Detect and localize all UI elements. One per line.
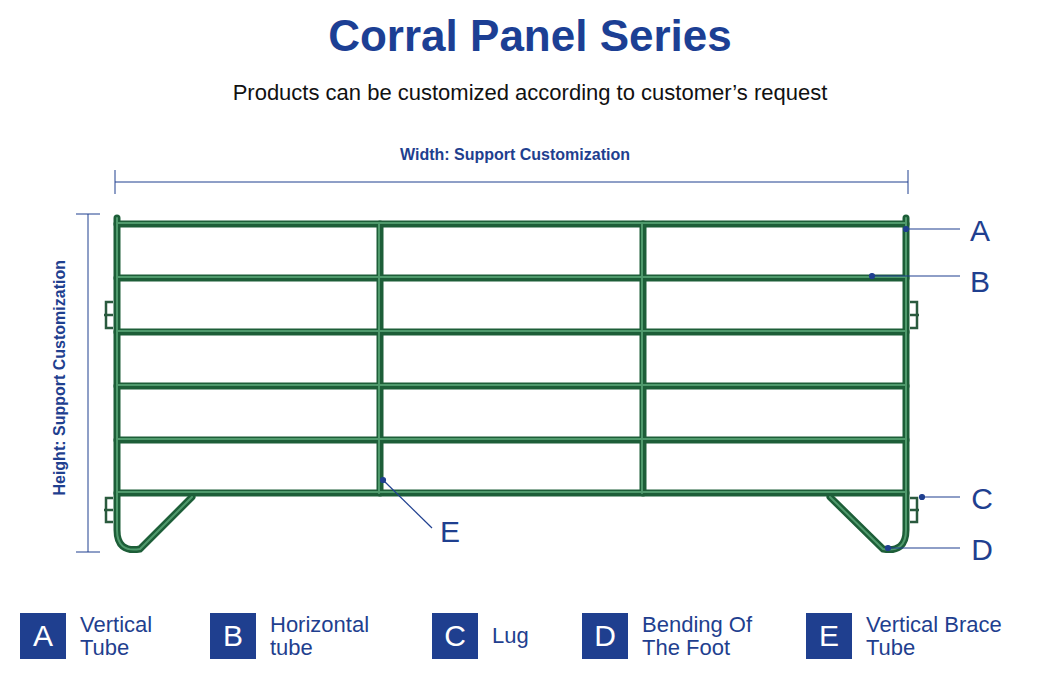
legend-item: C Lug — [432, 613, 572, 659]
callout-letter: D — [971, 533, 993, 566]
page-title: Corral Panel Series — [328, 12, 732, 60]
legend-letter-box: D — [582, 613, 628, 659]
dimension-label: Width: Support Customization — [400, 146, 630, 164]
panel-frame — [117, 218, 906, 550]
callout-letter: C — [971, 482, 993, 515]
callout-letter: A — [970, 214, 990, 247]
legend-letter-box: E — [806, 613, 852, 659]
legend-letter-box: A — [20, 613, 66, 659]
leader-lines — [381, 227, 961, 551]
legend-text: Vertical Tube — [80, 613, 180, 659]
legend-letter-box: C — [432, 613, 478, 659]
legend-text: Horizontal tube — [270, 613, 395, 659]
legend-letter-box: B — [210, 613, 256, 659]
dimension-label: Height: Support Customization — [51, 260, 69, 496]
legend-text: Lug — [492, 624, 572, 647]
callout-letter: B — [970, 265, 990, 298]
dimension-lines — [76, 170, 908, 552]
callout-letter: E — [440, 515, 460, 548]
legend-item: A Vertical Tube — [20, 613, 180, 659]
legend-text: Bending Of The Foot — [642, 613, 782, 659]
legend-item: D Bending Of The Foot — [582, 613, 782, 659]
legend-item: E Vertical Brace Tube — [806, 613, 1036, 659]
lugs — [104, 302, 919, 522]
legend-item: B Horizontal tube — [210, 613, 395, 659]
legend-text: Vertical Brace Tube — [866, 613, 1036, 659]
subtitle: Products can be customized according to … — [233, 81, 828, 105]
